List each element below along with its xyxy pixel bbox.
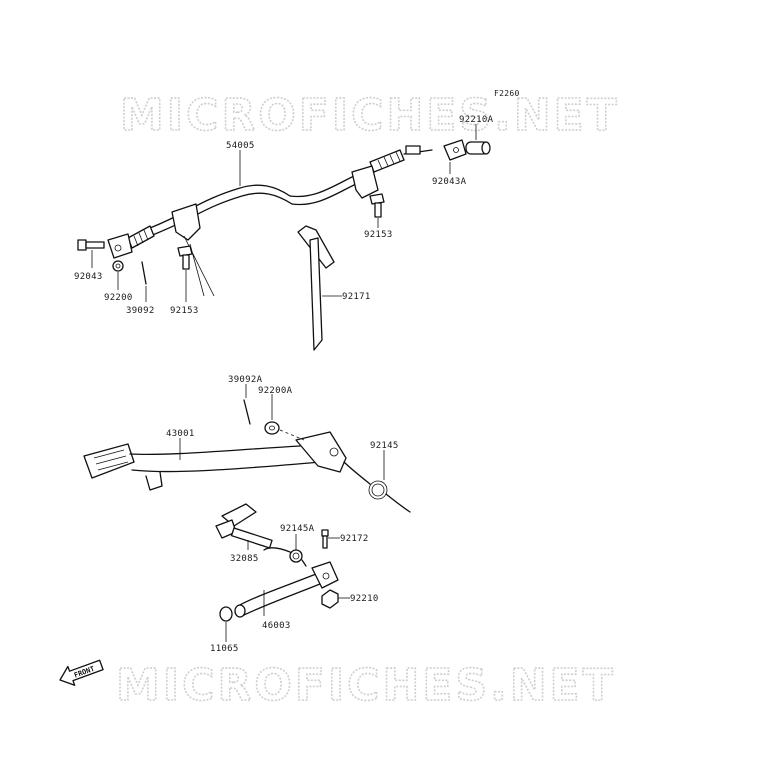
label-92200A: 92200A [258, 386, 293, 396]
washer-92200A [264, 421, 280, 435]
label-46003: 46003 [262, 621, 291, 631]
cable-tie-92171 [297, 225, 335, 351]
pin-92210A [465, 141, 491, 155]
label-92210A: 92210A [459, 115, 494, 125]
leader-lines [91, 124, 477, 642]
lever-46003 [234, 561, 339, 618]
label-92145A: 92145A [280, 524, 315, 534]
bolt-92153-left [177, 245, 193, 270]
label-11065: 11065 [210, 644, 239, 654]
front-direction-arrow: FRONT [59, 659, 104, 686]
label-43001: 43001 [166, 429, 195, 439]
label-92043A: 92043A [432, 177, 467, 187]
label-92145: 92145 [370, 441, 399, 451]
front-label: FRONT [73, 665, 96, 680]
cotter-pin-39092A [243, 399, 251, 425]
bolt-92153-right [369, 193, 385, 218]
washer-92200 [112, 260, 124, 272]
brake-cable-54005 [107, 145, 433, 259]
nut-92210 [321, 589, 339, 609]
watermark-bottom: MICROFICHES.NET [116, 660, 616, 711]
plate-92043A [443, 139, 467, 161]
spring-92145A [263, 547, 307, 567]
label-92200: 92200 [104, 293, 133, 303]
label-92172: 92172 [340, 534, 369, 544]
label-92153-left: 92153 [170, 306, 199, 316]
label-32085: 32085 [230, 554, 259, 564]
figure-code: F2260 [494, 89, 520, 98]
label-39092A: 39092A [228, 375, 263, 385]
cotter-pin-39092 [141, 261, 147, 285]
bolt-92043 [77, 239, 105, 251]
watermark-top: MICROFICHES.NET [120, 90, 620, 141]
spring-92145 [343, 461, 411, 513]
label-54005: 54005 [226, 141, 255, 151]
label-92171: 92171 [342, 292, 371, 302]
cap-11065 [219, 606, 233, 622]
label-92210: 92210 [350, 594, 379, 604]
bolt-92172 [321, 529, 329, 549]
label-92153-right: 92153 [364, 230, 393, 240]
shaft-32085 [215, 503, 273, 549]
label-92043: 92043 [74, 272, 103, 282]
brake-pedal-43001 [83, 431, 347, 491]
label-39092: 39092 [126, 306, 155, 316]
